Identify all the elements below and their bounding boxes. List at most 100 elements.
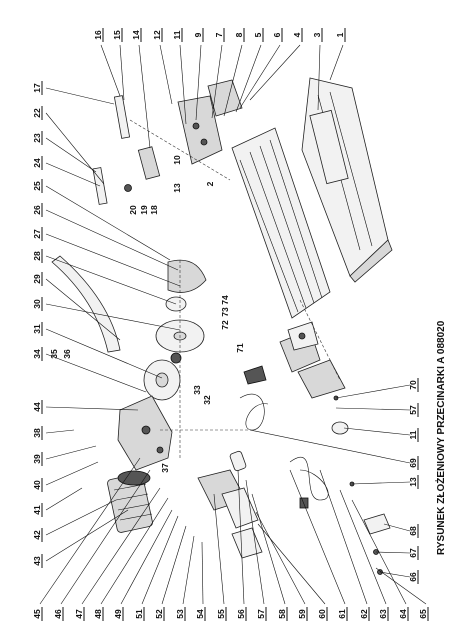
leader-line-58	[251, 493, 286, 605]
drawing-title: RYSUNEK ZŁOŻENIOWY PRZECINARKI A 088020	[434, 320, 447, 555]
callout-label-20: 20	[128, 205, 138, 215]
leader-line-17	[45, 87, 115, 105]
callout-label-6: 6	[272, 32, 282, 37]
switch-box	[197, 450, 263, 559]
guide-rails	[92, 95, 161, 205]
callout-label-39: 39	[32, 454, 42, 464]
callout-label-61: 61	[337, 609, 347, 619]
callout-label-3: 3	[312, 32, 322, 37]
callout-label-57: 57	[256, 609, 266, 619]
callout-label-19: 19	[139, 205, 149, 215]
assembly-axis-lines	[129, 119, 341, 460]
callout-label-24: 24	[32, 158, 42, 168]
callout-label-52: 52	[154, 609, 164, 619]
callout-label-5: 5	[253, 32, 263, 37]
leader-line-12	[159, 44, 173, 105]
callout-label-9: 9	[193, 32, 203, 37]
callout-label-74: 74	[220, 295, 230, 305]
leader-line-60	[257, 523, 326, 605]
leader-line-29	[45, 278, 121, 341]
leader-line-62	[319, 469, 368, 605]
callout-label-46: 46	[53, 609, 63, 619]
callout-label-68: 68	[408, 526, 418, 536]
leader-line-25	[45, 185, 171, 261]
callout-label-72: 72	[220, 320, 230, 330]
leader-line-48	[100, 497, 169, 605]
callout-label-48: 48	[93, 609, 103, 619]
leader-line-8	[223, 44, 243, 117]
callout-label-66: 66	[408, 572, 418, 582]
callout-label-59: 59	[297, 609, 307, 619]
leader-line-67	[375, 551, 411, 554]
vise-clamp	[287, 321, 319, 351]
leader-line-30	[45, 303, 181, 331]
callout-label-67: 67	[408, 548, 418, 558]
saw-arm	[117, 395, 173, 471]
callout-label-32: 32	[202, 395, 212, 405]
callout-label-43: 43	[32, 556, 42, 566]
leader-line-13	[351, 481, 411, 485]
callout-label-18: 18	[149, 205, 159, 215]
leader-line-52	[161, 525, 187, 605]
callout-label-53: 53	[175, 609, 185, 619]
leader-line-49	[120, 509, 173, 605]
leader-line-5	[235, 44, 262, 113]
leader-line-38	[45, 429, 75, 434]
leader-line-46	[60, 469, 151, 605]
callout-label-47: 47	[74, 609, 84, 619]
leader-line-66	[379, 571, 411, 578]
leader-line-24	[45, 162, 101, 187]
callout-label-55: 55	[216, 609, 226, 619]
leader-line-28	[45, 255, 177, 305]
motor	[107, 470, 153, 533]
leader-line-27	[45, 233, 181, 287]
callout-label-42: 42	[32, 530, 42, 540]
leader-line-45	[39, 457, 141, 605]
cables	[239, 365, 329, 509]
leader-line-23	[45, 137, 97, 173]
callout-label-31: 31	[32, 324, 42, 334]
callout-label-14: 14	[131, 30, 141, 40]
leader-line-55	[213, 493, 225, 605]
leader-line-34	[45, 353, 147, 393]
leader-line-1	[329, 44, 344, 81]
callout-label-12: 12	[152, 30, 162, 40]
callout-label-30: 30	[32, 299, 42, 309]
leader-line-70	[335, 384, 411, 399]
callout-label-11: 11	[172, 30, 182, 39]
callout-label-44: 44	[32, 402, 42, 412]
callout-label-13c: 13	[172, 183, 182, 193]
callout-label-51: 51	[134, 609, 144, 619]
callout-label-58: 58	[277, 609, 287, 619]
callout-label-62: 62	[359, 609, 369, 619]
leader-line-65	[375, 567, 427, 605]
callout-label-7: 7	[214, 32, 224, 37]
leader-line-47	[81, 487, 161, 605]
callout-label-29: 29	[32, 274, 42, 284]
callout-label-65: 65	[418, 609, 428, 619]
callout-label-34: 34	[32, 349, 42, 359]
callout-label-49: 49	[113, 609, 123, 619]
callout-label-38: 38	[32, 428, 42, 438]
callout-label-37: 37	[160, 463, 170, 473]
leader-line-3	[317, 44, 321, 111]
leader-line-51	[141, 515, 179, 605]
callout-label-40: 40	[32, 480, 42, 490]
parts-layer	[51, 77, 393, 575]
callout-label-15: 15	[112, 30, 122, 40]
callout-label-33: 33	[192, 385, 202, 395]
callout-label-71: 71	[235, 343, 245, 353]
callout-label-2: 2	[205, 181, 215, 186]
blade-guard-assembly	[51, 255, 207, 401]
leader-line-57	[245, 479, 265, 605]
leader-line-69	[249, 429, 411, 464]
leader-line-6	[239, 44, 281, 109]
callout-label-8: 8	[234, 32, 244, 37]
callout-label-17: 17	[32, 83, 42, 93]
callout-label-36: 36	[62, 349, 72, 359]
callout-label-73: 73	[220, 307, 230, 317]
work-table	[231, 127, 331, 319]
callout-label-35: 35	[49, 349, 59, 359]
